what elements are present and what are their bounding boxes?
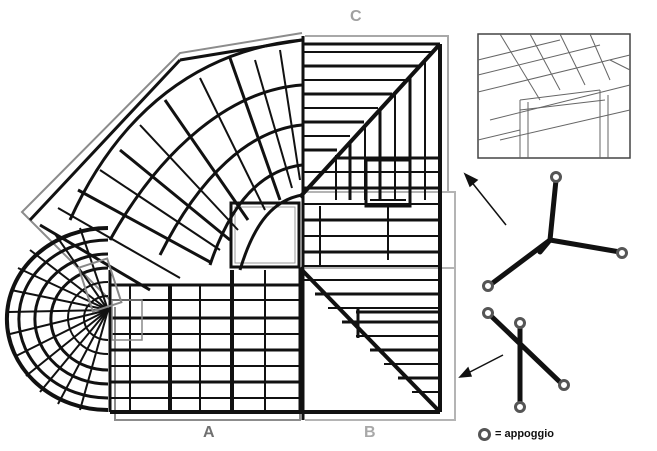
support-diagram-lower: [482, 307, 570, 413]
legend: = appoggio: [478, 426, 554, 442]
zone-b-outline: [305, 267, 456, 421]
perspective-sketch: [477, 33, 631, 159]
zone-label-c: C: [350, 8, 362, 25]
radial-framing: [28, 38, 303, 292]
zone-outlines: [20, 32, 456, 421]
zone-mid-outline: [305, 191, 456, 268]
zone-label-b: B: [364, 424, 376, 441]
right-framing: [110, 36, 442, 420]
zone-diagonal-outline: [20, 32, 303, 301]
zone-label-a: A: [203, 424, 215, 441]
stair-fan: [4, 226, 143, 412]
arrow-to-zone-a: [458, 354, 504, 378]
support-diagram-upper: [482, 171, 628, 292]
support-ring-icon: [478, 427, 491, 441]
arrow-to-sketch: [463, 172, 507, 226]
legend-text: = appoggio: [495, 428, 554, 440]
